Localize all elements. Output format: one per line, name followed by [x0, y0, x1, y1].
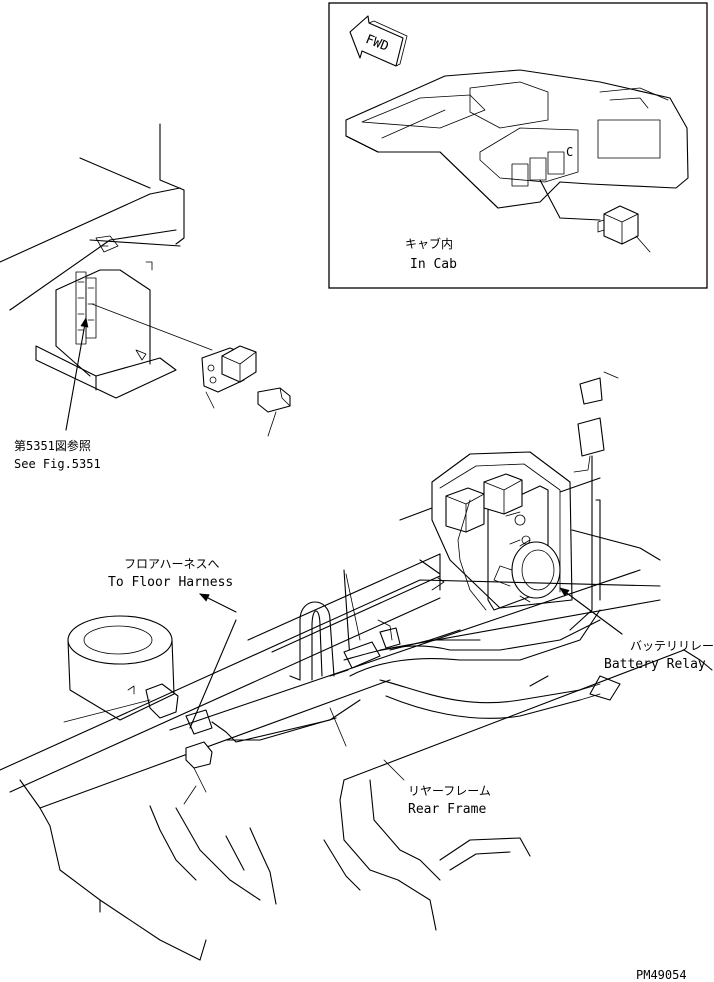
switch-icon — [547, 151, 565, 175]
panel-letter: C — [566, 145, 573, 159]
drawing-number: PM49054 — [636, 968, 687, 982]
battery-relay-label-jp: バッテリリレー — [630, 639, 714, 653]
bolt-part — [257, 387, 291, 413]
cab-switch-part — [597, 205, 639, 245]
dashboard-panel: C — [345, 69, 689, 209]
tank-part — [67, 615, 175, 721]
battery-relay-label-en: Battery Relay — [604, 657, 706, 672]
switch-bracket-part — [201, 345, 257, 393]
see-fig-label-en: See Fig.5351 — [14, 457, 101, 471]
inset-frame — [328, 2, 708, 289]
rear-frame-assembly: フロアハーネスへ To Floor Harness リヤーフレーム Rear F… — [0, 553, 713, 961]
see-fig-label-jp: 第5351図参照 — [14, 438, 91, 453]
clamp-bolt-part — [185, 741, 213, 793]
rear-frame-label-jp: リヤーフレーム — [408, 784, 491, 798]
see-fig-arrow-icon — [65, 317, 89, 431]
floor-harness-arrow-icon — [199, 593, 237, 613]
battery-relay-arrow-icon — [559, 587, 623, 635]
in-cab-label-jp: キャブ内 — [405, 236, 453, 251]
fwd-arrow-icon: FWD — [349, 15, 408, 67]
floor-harness-label-en: To Floor Harness — [108, 575, 233, 590]
battery-relay-assembly: バッテリリレー Battery Relay — [399, 371, 714, 672]
console-assembly: 第5351図参照 See Fig.5351 — [0, 123, 291, 471]
battery-relay-part — [493, 539, 561, 603]
floor-harness-label-jp: フロアハーネスへ — [124, 557, 220, 571]
in-cab-inset: FWD C キャブ内 In Cab — [328, 2, 708, 289]
in-cab-label-en: In Cab — [410, 257, 457, 272]
switch-icon — [511, 163, 529, 187]
switch-icon — [529, 157, 547, 181]
rear-frame-label-en: Rear Frame — [408, 802, 486, 817]
